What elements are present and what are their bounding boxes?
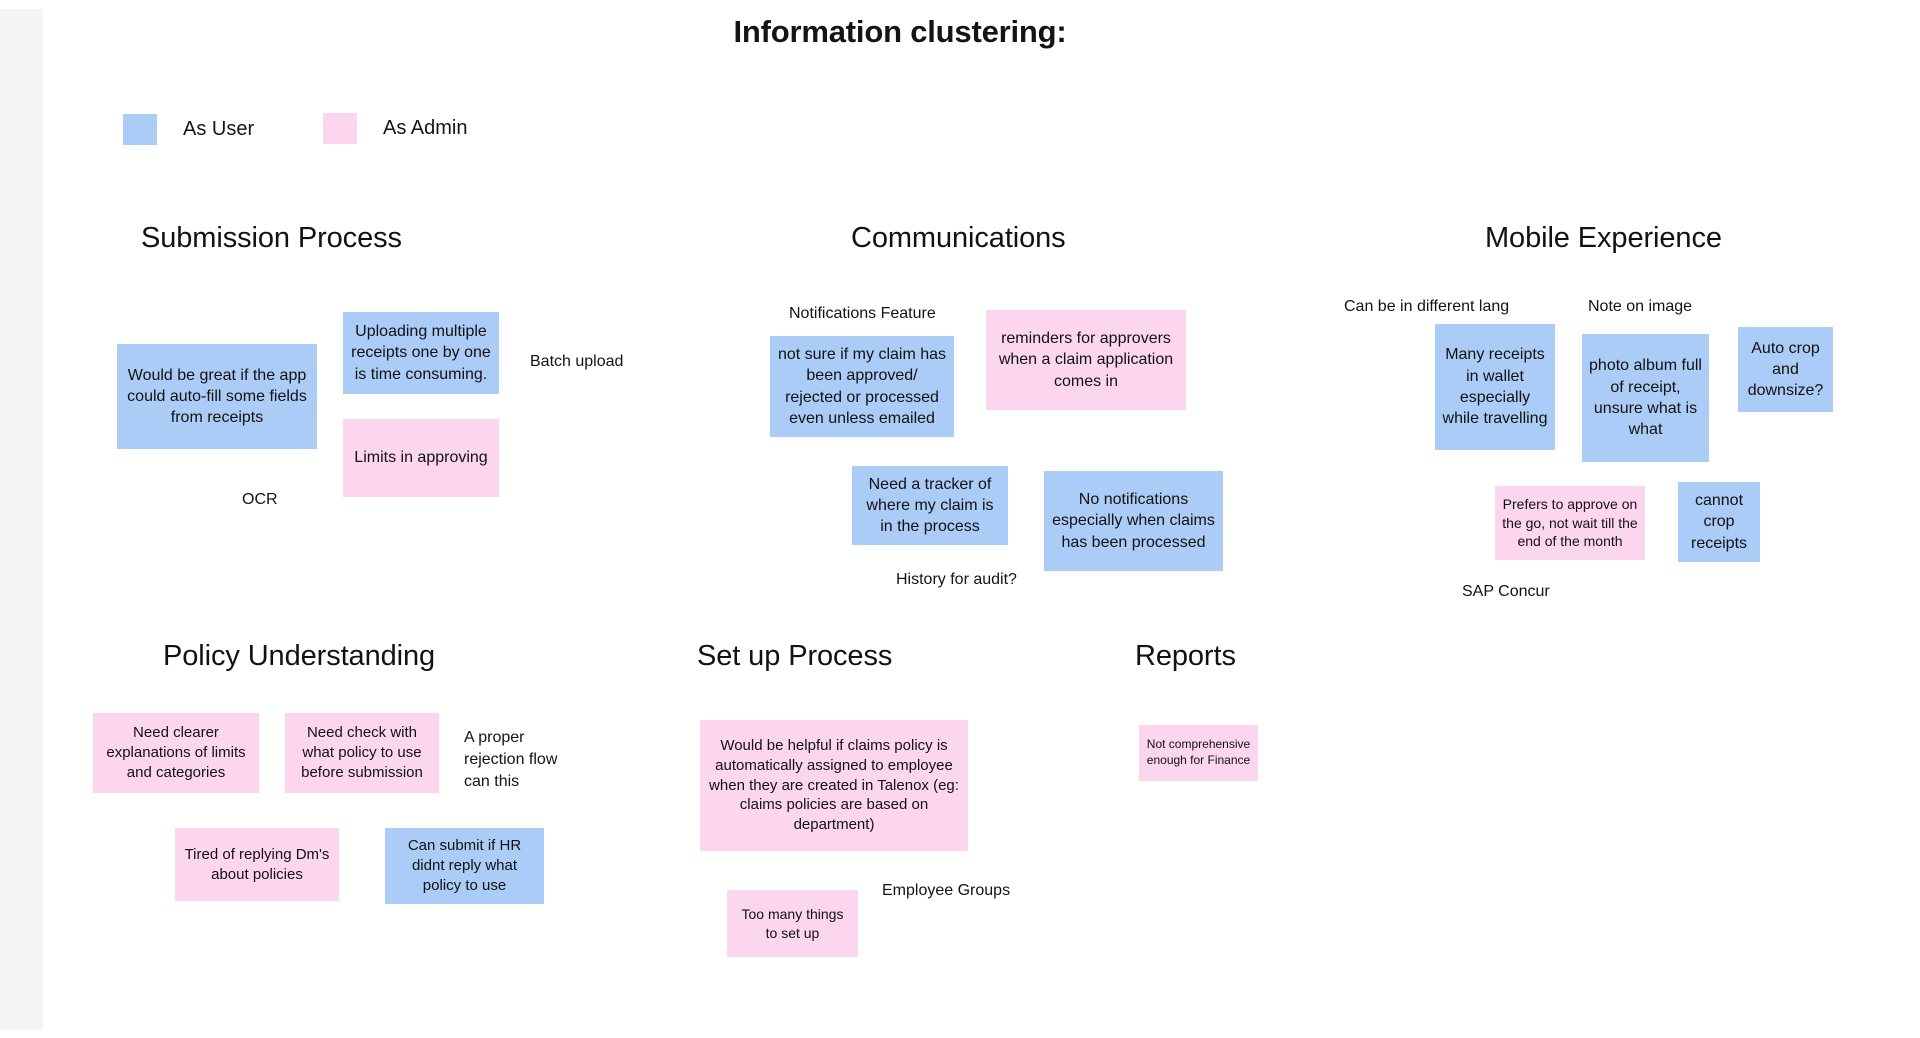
floating-label-notifications-feature: Notifications Feature: [789, 305, 936, 322]
sticky-note[interactable]: Need a tracker of where my claim is in t…: [852, 466, 1008, 545]
sticky-note[interactable]: reminders for approvers when a claim app…: [986, 310, 1186, 410]
legend-swatch-user: [123, 114, 157, 145]
floating-label-rejection-flow: A proper rejection flow can this: [464, 729, 558, 791]
sticky-note[interactable]: Auto crop and downsize?: [1738, 327, 1833, 412]
legend-item-user: As User: [123, 114, 254, 145]
sticky-note[interactable]: Limits in approving: [343, 419, 499, 497]
legend-label-admin: As Admin: [383, 117, 468, 139]
legend-label-user: As User: [183, 118, 255, 140]
sticky-note[interactable]: cannot crop receipts: [1678, 482, 1760, 562]
floating-label-sap-concur: SAP Concur: [1462, 583, 1550, 600]
sticky-note[interactable]: photo album full of receipt, unsure what…: [1582, 334, 1709, 462]
sticky-note[interactable]: No notifications especially when claims …: [1044, 471, 1223, 571]
floating-label-history-for-audit: History for audit?: [896, 571, 1017, 588]
cluster-title-reports: Reports: [1135, 640, 1236, 672]
sticky-note[interactable]: Not comprehensive enough for Finance: [1139, 725, 1258, 781]
sticky-note[interactable]: Uploading multiple receipts one by one i…: [343, 312, 499, 394]
sticky-note[interactable]: Can submit if HR didnt reply what policy…: [385, 828, 544, 904]
left-rail: [0, 9, 43, 1030]
sticky-note[interactable]: Need check with what policy to use befor…: [285, 713, 439, 793]
sticky-note[interactable]: Would be helpful if claims policy is aut…: [700, 720, 968, 851]
floating-label-batch-upload: Batch upload: [530, 353, 624, 370]
floating-label-ocr: OCR: [242, 491, 278, 508]
sticky-note[interactable]: Prefers to approve on the go, not wait t…: [1495, 486, 1645, 560]
sticky-note[interactable]: Would be great if the app could auto-fil…: [117, 344, 317, 449]
floating-label-different-lang: Can be in different lang: [1344, 298, 1510, 315]
floating-label-note-on-image: Note on image: [1588, 298, 1693, 315]
floating-label-employee-groups: Employee Groups: [882, 882, 1011, 899]
page-title: Information clustering:: [733, 14, 1067, 49]
cluster-title-communications: Communications: [851, 222, 1066, 254]
cluster-title-mobile-experience: Mobile Experience: [1485, 222, 1722, 254]
legend-swatch-admin: [323, 113, 357, 144]
sticky-note[interactable]: Need clearer explanations of limits and …: [93, 713, 259, 793]
sticky-note[interactable]: Tired of replying Dm's about policies: [175, 828, 339, 901]
cluster-title-set-up-process: Set up Process: [697, 640, 893, 672]
sticky-note[interactable]: Too many things to set up: [727, 890, 858, 957]
sticky-note[interactable]: not sure if my claim has been approved/ …: [770, 336, 954, 437]
cluster-title-policy-understanding: Policy Understanding: [163, 640, 436, 672]
cluster-title-submission-process: Submission Process: [141, 222, 402, 254]
legend-item-admin: As Admin: [323, 113, 467, 144]
sticky-note[interactable]: Many receipts in wallet especially while…: [1435, 324, 1555, 450]
